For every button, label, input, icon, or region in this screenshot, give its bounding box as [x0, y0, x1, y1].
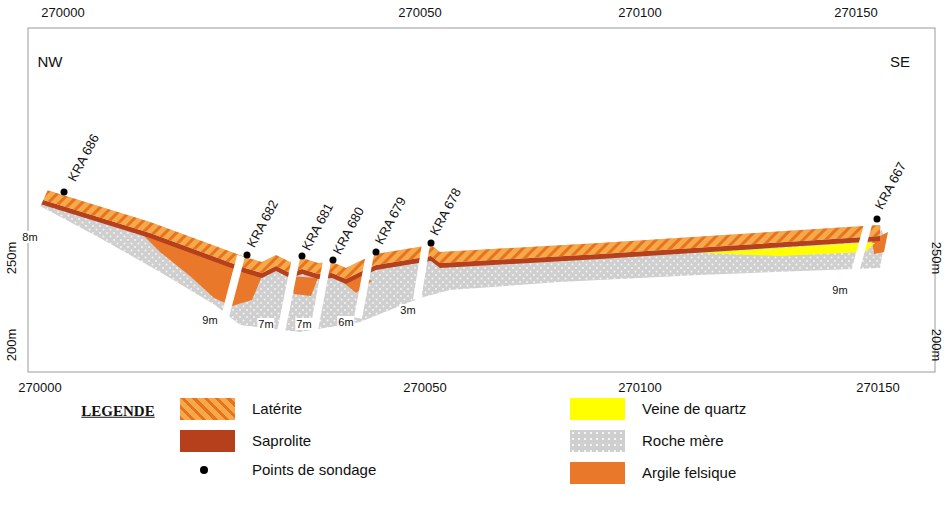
drill-hole-label: KRA 681 [300, 201, 337, 253]
drill-hole-label: KRA 667 [873, 160, 910, 212]
depth-label: 9m [831, 284, 848, 296]
legend-swatch [570, 430, 625, 452]
depth-label: 7m [295, 318, 312, 330]
legend-title: LEGENDE [81, 403, 154, 420]
drill-hole-label: KRA 682 [245, 198, 282, 250]
axis-label: 270100 [618, 6, 661, 20]
axis-label: 270050 [403, 381, 446, 395]
elevation-label: 250m [929, 242, 943, 275]
axis-label: 270150 [856, 381, 899, 395]
drill-hole-label: KRA 686 [66, 132, 103, 184]
drill-hole-label: KRA 678 [428, 186, 465, 238]
legend-label: Roche mère [642, 433, 724, 450]
direction-label: SE [890, 54, 910, 71]
frame [28, 28, 935, 372]
legend-label: Argile felsique [642, 465, 736, 482]
axis-label: 270000 [18, 381, 61, 395]
depth-label: 8m [21, 231, 38, 243]
depth-label: 9m [201, 314, 218, 326]
drill-hole-label: KRA 679 [373, 195, 410, 247]
drill-point-symbol [200, 466, 208, 474]
axis-label: 270150 [834, 6, 877, 20]
legend-swatch [180, 398, 235, 420]
axis-label: 270100 [618, 381, 661, 395]
drill-hole-label: KRA 680 [331, 205, 368, 257]
elevation-label: 200m [929, 329, 943, 362]
legend-label: Points de sondage [252, 462, 376, 479]
depth-label: 7m [257, 318, 274, 330]
legend-label: Veine de quartz [642, 401, 746, 418]
drill-holes [33, 184, 869, 332]
elevation-label: 250m [5, 242, 19, 275]
legend-swatch [570, 398, 625, 420]
axis-label: 270050 [398, 6, 441, 20]
legend-label: Saprolite [252, 433, 311, 450]
depth-label: 3m [399, 304, 416, 316]
axis-label: 270000 [41, 6, 84, 20]
legend-label: Latérite [252, 401, 302, 418]
laterite-layer [40, 188, 880, 279]
depth-label: 6m [337, 316, 354, 328]
direction-label: NW [38, 54, 63, 71]
legend-swatch [180, 430, 235, 452]
bedrock [40, 188, 885, 332]
drill-points [61, 189, 881, 264]
elevation-label: 200m [5, 329, 19, 362]
legend-swatch [570, 462, 625, 484]
